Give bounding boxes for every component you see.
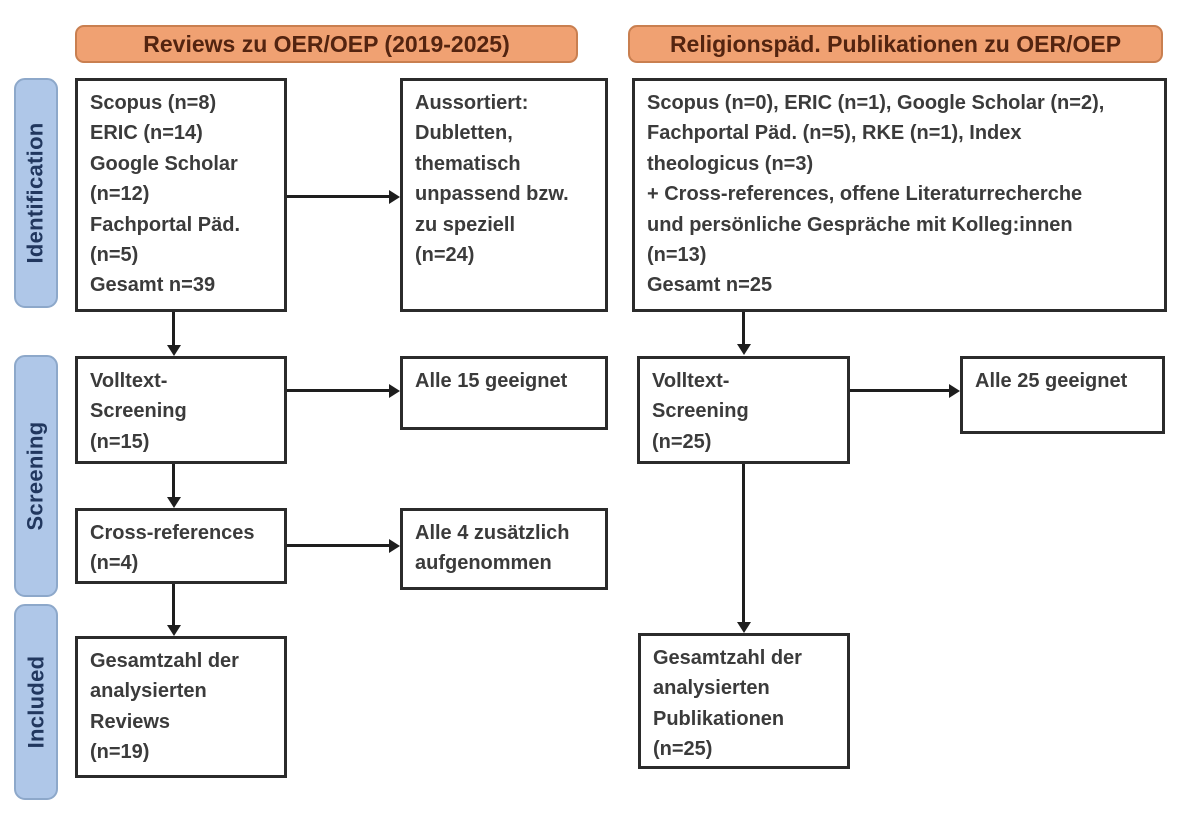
box-left-fulltext-result: Alle 15 geeignet	[400, 356, 608, 430]
stage-label-included-text: Included	[23, 655, 49, 749]
box-right-sources: Scopus (n=0), ERIC (n=1), Google Scholar…	[632, 78, 1167, 312]
arrow-left-crossreferences-to-result	[287, 539, 400, 553]
box-right-included-total: Gesamtzahl der analysierten Publikatione…	[638, 633, 850, 769]
stage-label-identification: Identification	[14, 78, 58, 308]
box-right-sources-text: Scopus (n=0), ERIC (n=1), Google Scholar…	[647, 92, 1105, 297]
arrow-left-crossreferences-to-included	[167, 584, 181, 636]
box-left-sources: Scopus (n=8) ERIC (n=14) Google Scholar …	[75, 78, 287, 312]
box-right-included-total-text: Gesamtzahl der analysierten Publikatione…	[653, 647, 802, 761]
box-left-included-total: Gesamtzahl der analysierten Reviews (n=1…	[75, 636, 287, 778]
box-right-fulltext-screening-text: Volltext- Screening (n=25)	[652, 370, 749, 453]
stage-label-screening: Screening	[14, 355, 58, 597]
box-right-fulltext-result-text: Alle 25 geeignet	[975, 370, 1128, 392]
arrow-left-fulltext-to-result	[287, 384, 400, 398]
stage-label-screening-text: Screening	[23, 421, 49, 531]
box-left-crossreferences-result: Alle 4 zusätzlich aufgenommen	[400, 508, 608, 590]
stage-label-identification-text: Identification	[23, 122, 48, 264]
column-header-religionspaed: Religionspäd. Publikationen zu OER/OEP	[628, 25, 1163, 63]
box-left-included-total-text: Gesamtzahl der analysierten Reviews (n=1…	[90, 650, 239, 764]
arrow-right-fulltext-to-result	[850, 384, 960, 398]
box-left-fulltext-result-text: Alle 15 geeignet	[415, 370, 568, 392]
arrow-left-fulltext-to-crossreferences	[167, 464, 181, 508]
arrow-right-fulltext-to-included	[737, 464, 751, 633]
arrow-left-sources-to-excluded	[287, 190, 400, 204]
box-left-fulltext-screening-text: Volltext- Screening (n=15)	[90, 370, 187, 453]
box-left-crossreferences-result-text: Alle 4 zusätzlich aufgenommen	[415, 522, 570, 575]
box-left-sources-text: Scopus (n=8) ERIC (n=14) Google Scholar …	[90, 92, 241, 297]
box-left-crossreferences: Cross-references (n=4)	[75, 508, 287, 584]
stage-label-included: Included	[14, 604, 58, 800]
box-left-crossreferences-text: Cross-references (n=4)	[90, 522, 255, 575]
box-left-excluded-text: Aussortiert: Dubletten, thematisch unpas…	[415, 92, 569, 266]
column-header-reviews: Reviews zu OER/OEP (2019-2025)	[75, 25, 578, 63]
box-left-excluded: Aussortiert: Dubletten, thematisch unpas…	[400, 78, 608, 312]
box-right-fulltext-result: Alle 25 geeignet	[960, 356, 1165, 434]
arrow-right-sources-to-fulltext	[737, 312, 751, 355]
box-left-fulltext-screening: Volltext- Screening (n=15)	[75, 356, 287, 464]
arrow-left-sources-to-fulltext	[167, 312, 181, 356]
box-right-fulltext-screening: Volltext- Screening (n=25)	[637, 356, 850, 464]
